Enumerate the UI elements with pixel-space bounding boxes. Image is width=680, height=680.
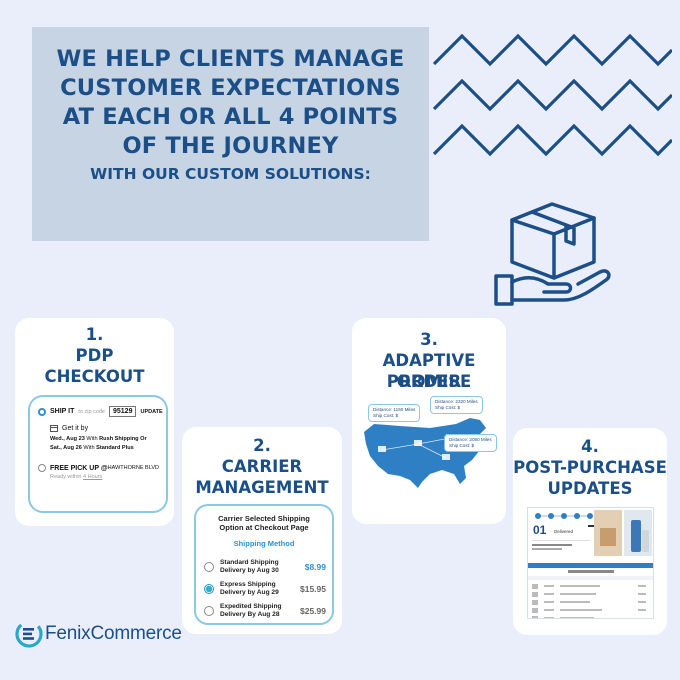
headline-line: WE HELP CLIENTS MANAGE [56,46,405,72]
update-button[interactable]: UPDATE [140,408,163,415]
bubble-distance: Distance: 1150 Miles [373,407,416,412]
card-title-line: PDP [75,346,114,365]
card-carrier-management: 2. CARRIER MANAGEMENT Carrier Selected S… [182,427,342,634]
card-pdp-checkout: 1. PDP CHECKOUT SHIP IT to zip code 9512… [15,318,174,526]
ship-it-label: SHIP IT [50,408,75,415]
rush-date: Wed., Aug 23 [50,436,85,442]
get-it-by-label: Get it by [62,424,89,432]
package-hand-icon [494,202,611,306]
calendar-icon [50,425,58,432]
us-map-illustration: Distance: 1150 Miles Ship Cost: $ Distan… [360,396,500,504]
headline-line: CUSTOMER EXPECTATIONS [60,75,401,101]
bubble-cost: Ship Cost: $ [373,413,399,418]
bubble-distance: Distance: 2320 Miles [435,399,478,404]
headline-line: AT EACH OR ALL 4 POINTS [62,104,399,130]
card-title-line: PROMISE [386,372,472,391]
card-title-line: MANAGEMENT [195,478,329,497]
distance-bubble: Distance: 2320 Miles Ship Cost: $ [430,396,483,414]
pickup-label: FREE PICK UP @ [50,464,108,472]
headline-subtitle: WITH OUR CUSTOM SOLUTIONS: [90,165,371,183]
logo-text: FenixCommerce [45,623,182,644]
option-radio[interactable] [204,562,214,572]
bubble-distance: Distance: 2050 Miles [449,437,492,442]
delivery-status: Delivered [554,529,574,534]
card-adaptive-order-promise: 3. ADAPTIVE ORDER PROMISE Distance: 1150… [352,318,506,524]
fenix-logo-icon [15,620,43,648]
distance-bubble: Distance: 2050 Miles Ship Cost: $ [444,434,497,452]
card-number: 4. [581,437,599,456]
option-price: $15.95 [300,584,326,594]
shipping-method-label: Shipping Method [233,539,295,548]
option-name: Expedited Shipping [220,603,282,610]
ready-text: Ready within [50,474,82,480]
option-price: $8.99 [304,562,326,572]
card-title-line: ADAPTIVE ORDER [382,351,476,391]
pickup-row[interactable]: FREE PICK UP @HAWTHORNE BLVD [38,464,159,472]
option-name: Express Shipping [220,581,276,588]
option-delivery: Delivery by Aug 30 [220,567,279,574]
widget-heading: Option at Checkout Page [219,523,309,532]
card-number: 3. [420,330,438,349]
ready-hours: 4 Hours [83,474,103,480]
option-radio-selected[interactable] [204,584,214,594]
card-post-purchase-updates: 4. POST-PURCHASE UPDATES [513,428,667,635]
option-price: $25.99 [300,606,326,616]
headline-banner: WE HELP CLIENTS MANAGE CUSTOMER EXPECTAT… [32,27,429,241]
fenix-commerce-logo: FenixCommerce [14,619,182,649]
zip-code-input[interactable]: 95129 [109,406,137,417]
with-text: With [86,436,98,442]
pickup-store: HAWTHORNE BLVD [107,465,159,471]
widget-heading: Carrier Selected Shipping [218,514,310,523]
tracking-page-screenshot: 01 Delivered [527,507,654,619]
ship-it-row[interactable]: SHIP IT to zip code 95129 UPDATE [38,406,163,417]
option-radio[interactable] [204,606,214,616]
card-number: 2. [253,436,271,455]
standard-option: Standard Plus [96,445,134,451]
bubble-cost: Ship Cost: $ [435,405,461,410]
distance-bubble: Distance: 1150 Miles Ship Cost: $ [368,404,421,422]
zip-prefix: to zip code [78,408,105,415]
rush-option: Rush Shipping Or [99,436,147,442]
card-number: 1. [85,325,104,344]
standard-date: Sat., Aug 26 [50,445,82,451]
shipping-options-widget: Carrier Selected Shipping Option at Chec… [194,504,334,625]
option-delivery: Delivery By Aug 28 [220,611,280,618]
order-number: 01 [533,523,547,537]
zigzag-lines [432,33,672,157]
tracking-page-thumbnail [528,510,653,618]
pickup-radio[interactable] [38,464,46,472]
pdp-delivery-widget: SHIP IT to zip code 95129 UPDATE Get it … [28,395,168,513]
headline-line: OF THE JOURNEY [122,133,339,159]
with-text: With [83,445,95,451]
option-delivery: Delivery by Aug 29 [220,589,279,596]
card-title-line: CHECKOUT [44,367,145,386]
card-title-line: CARRIER [221,457,303,476]
ship-it-radio[interactable] [38,407,46,416]
option-name: Standard Shipping [220,559,279,566]
card-title-line: POST-PURCHASE [513,458,667,477]
bubble-cost: Ship Cost: $ [449,443,475,448]
card-title-line: UPDATES [547,479,633,498]
